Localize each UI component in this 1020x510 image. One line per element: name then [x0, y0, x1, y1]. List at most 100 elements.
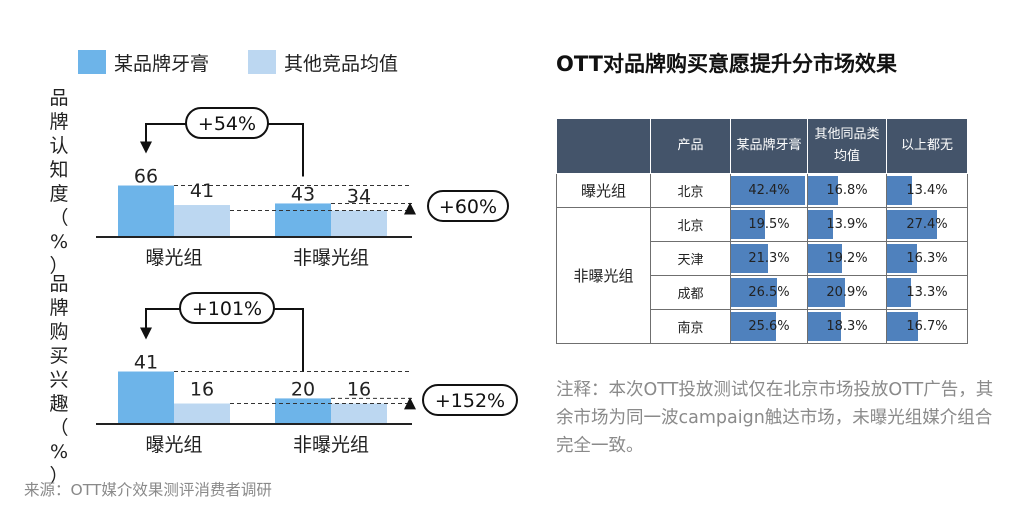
- y-axis-label-char: %: [50, 231, 68, 253]
- bar-brand-0: [118, 371, 174, 424]
- legend-swatch-0: [78, 50, 106, 74]
- data-label-others-1: 16: [347, 379, 371, 401]
- table-value-label: 26.5%: [748, 285, 790, 300]
- table-market-cell: 北京: [650, 173, 731, 208]
- top-annotation-pill: [185, 107, 269, 139]
- note-text: 注释：本次OTT投放测试仅在北京市场投放OTT广告，其余市场为同一波campai…: [556, 380, 994, 456]
- table-market-cell: 南京: [650, 309, 731, 344]
- y-axis-label-char: 兴: [49, 369, 68, 391]
- table-value-label: 21.3%: [748, 251, 790, 266]
- y-axis-label-char: 品: [49, 273, 68, 295]
- table-value-cell: 27.4%: [886, 207, 968, 242]
- table-data-bar: [808, 312, 841, 341]
- table-data-bar: [887, 312, 918, 341]
- table-value-cell: 18.3%: [807, 309, 887, 344]
- table-value-cell: 25.6%: [730, 309, 808, 344]
- y-axis-label-char: （: [49, 417, 68, 439]
- table-value-cell: 16.7%: [886, 309, 968, 344]
- table-header-group: [556, 118, 651, 174]
- table-value-label: 16.7%: [906, 319, 948, 334]
- table-value-cell: 26.5%: [730, 275, 808, 310]
- data-label-others-0: 41: [190, 180, 214, 202]
- table-value-cell: 16.3%: [886, 241, 968, 276]
- table-header-brand-text: 某品牌牙膏: [736, 138, 802, 153]
- table-value-label: 19.2%: [826, 251, 868, 266]
- table-value-cell: 21.3%: [730, 241, 808, 276]
- table-value-cell: 13.9%: [807, 207, 887, 242]
- table-data-bar: [887, 176, 912, 205]
- table-data-bar: [731, 210, 766, 239]
- y-axis-label-char: （: [49, 207, 68, 229]
- top-connector-arrowhead: [140, 327, 152, 340]
- table-data-bar: [808, 176, 839, 205]
- category-label-0: 曝光组: [145, 247, 202, 269]
- bar-brand-1: [275, 398, 331, 424]
- y-axis-label-char: ）: [49, 465, 68, 487]
- table-market-cell: 天津: [650, 241, 731, 276]
- table-value-cell: 13.3%: [886, 275, 968, 310]
- y-axis-label-char: 认: [49, 135, 68, 157]
- table-header-others-text: 其他同品类均值: [814, 127, 880, 164]
- table-header-row: 产品 某品牌牙膏 其他同品类均值 以上都无: [556, 118, 968, 174]
- table-value-cell: 16.8%: [807, 173, 887, 208]
- y-axis-label-char: 趣: [49, 393, 68, 415]
- top-connector-arrowhead: [140, 141, 152, 154]
- table-data-bar: [887, 210, 938, 239]
- bar-others-1: [331, 210, 387, 237]
- table-value-cell: 42.4%: [730, 173, 808, 208]
- right-arrow-head: [404, 202, 416, 215]
- table-value-cell: 19.2%: [807, 241, 887, 276]
- table-group-cell: 非曝光组: [556, 207, 651, 344]
- right-annotation-label: +60%: [439, 196, 497, 218]
- table-market-cell: 北京: [650, 207, 731, 242]
- table-data-bar: [808, 278, 846, 307]
- table-data-bar: [731, 176, 806, 205]
- legend-swatch-1: [248, 50, 276, 74]
- category-label-0: 曝光组: [145, 434, 202, 456]
- table-data-bar: [887, 244, 917, 273]
- bar-others-0: [174, 205, 230, 237]
- bar-brand-1: [275, 203, 331, 237]
- top-annotation-label: +101%: [192, 298, 262, 320]
- y-axis-label-char: 知: [49, 159, 68, 181]
- table-value-label: 16.3%: [906, 251, 948, 266]
- legend-label-0: 某品牌牙膏: [114, 52, 209, 75]
- right-annotation-pill: [422, 383, 518, 416]
- table-data-bar: [808, 244, 843, 273]
- table-value-label: 27.4%: [906, 217, 948, 232]
- data-label-brand-1: 20: [291, 378, 315, 400]
- bar-others-0: [174, 403, 230, 424]
- legend-label-1: 其他竞品均值: [284, 53, 398, 75]
- data-label-others-0: 16: [190, 379, 214, 401]
- table-value-label: 18.3%: [826, 319, 868, 334]
- table-data-bar: [887, 278, 912, 307]
- source-text: 来源：OTT媒介效果测评消费者调研: [24, 481, 272, 499]
- y-axis-label-char: 品: [49, 87, 68, 109]
- table-value-cell: 20.9%: [807, 275, 887, 310]
- table-data-bar: [731, 278, 778, 307]
- y-axis-label-char: 牌: [49, 111, 68, 133]
- right-annotation-pill: [427, 189, 509, 222]
- data-label-brand-1: 43: [291, 183, 315, 205]
- y-axis-label-char: 买: [49, 345, 68, 367]
- table-value-label: 13.9%: [826, 217, 868, 232]
- data-label-others-1: 34: [347, 185, 371, 207]
- bar-brand-0: [118, 185, 174, 237]
- data-label-brand-0: 66: [134, 166, 158, 188]
- category-label-1: 非曝光组: [293, 247, 369, 269]
- data-label-brand-0: 41: [134, 352, 158, 374]
- table-data-bar: [808, 210, 833, 239]
- table-data-bar: [731, 312, 776, 341]
- table-header-none: 以上都无: [886, 118, 968, 174]
- table-value-cell: 13.4%: [886, 173, 968, 208]
- table-value-label: 16.8%: [826, 183, 868, 198]
- y-axis-label-char: 牌: [49, 297, 68, 319]
- table-value-label: 13.4%: [906, 183, 948, 198]
- table-value-label: 20.9%: [826, 285, 868, 300]
- category-label-1: 非曝光组: [293, 434, 369, 456]
